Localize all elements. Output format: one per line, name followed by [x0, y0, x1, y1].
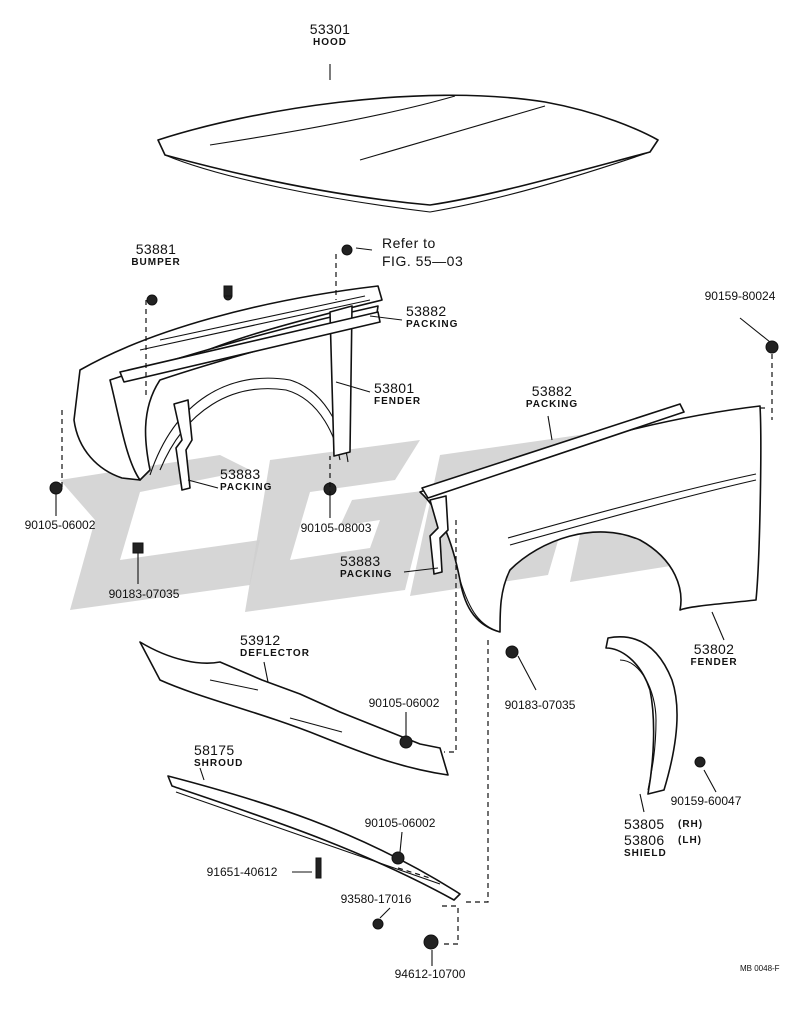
hood-name: HOOD — [313, 37, 347, 48]
refer-line-2: FIG. 55—03 — [382, 253, 464, 269]
bolt-shroud-number: 90105-06002 — [364, 816, 436, 830]
deflector-part — [139, 641, 449, 776]
packing-left-lower-name: PACKING — [220, 482, 273, 493]
fender-left-number: 53801 — [374, 380, 415, 396]
drawing-code: MB 0048-F — [740, 964, 780, 973]
packing-left-lower-number: 53883 — [220, 466, 261, 482]
packing-right-top-name: PACKING — [525, 399, 579, 410]
packing-left-top-number: 53882 — [406, 303, 447, 319]
fender-right-number: 53802 — [693, 641, 735, 657]
shield-side-rh: (RH) — [678, 819, 704, 830]
shield-number-lh: 53806 — [624, 832, 665, 848]
shroud-number: 58175 — [194, 742, 235, 758]
screw-right-top-number: 90159-80024 — [704, 289, 776, 303]
right-fender-part — [419, 405, 762, 633]
hood-number: 53301 — [309, 21, 351, 37]
shield-number-rh: 53805 — [624, 816, 665, 832]
shield-side-lh: (LH) — [678, 835, 702, 846]
bolt-left-b-number: 90105-08003 — [300, 521, 372, 535]
left-fender-part — [73, 285, 383, 481]
left-fender-packing-strip — [119, 311, 381, 383]
refer-line-1: Refer to — [382, 235, 436, 251]
packing-right-top-number: 53882 — [531, 383, 573, 399]
clip-shroud-number: 93580-17016 — [340, 892, 412, 906]
leader-lines — [55, 247, 771, 966]
fender-right-name: FENDER — [690, 657, 738, 668]
deflector-number: 53912 — [240, 632, 281, 648]
bolt-left-a-number: 90105-06002 — [24, 518, 96, 532]
packing-right-lower-name: PACKING — [340, 569, 393, 580]
assembly-guide-lines — [61, 254, 773, 945]
nut-bottom-number: 94612-10700 — [394, 967, 466, 981]
shield-part — [605, 636, 678, 795]
bolt-deflector-number: 90105-06002 — [368, 696, 440, 710]
screw-shield-number: 90159-60047 — [670, 794, 742, 808]
deflector-name: DEFLECTOR — [240, 648, 310, 659]
shroud-name: SHROUD — [194, 758, 244, 769]
screw-shroud-number: 91651-40612 — [206, 865, 278, 879]
hood-part — [157, 64, 659, 213]
shield-name: SHIELD — [624, 848, 667, 859]
bumper-name: BUMPER — [131, 257, 181, 268]
nut-left-number: 90183-07035 — [108, 587, 180, 601]
right-lower-packing-part — [429, 495, 449, 575]
shroud-part — [167, 775, 461, 901]
left-lower-packing-part — [173, 399, 193, 491]
fender-left-name: FENDER — [374, 396, 422, 407]
right-fender-packing-strip — [421, 403, 685, 499]
packing-right-lower-number: 53883 — [340, 553, 381, 569]
packing-left-top-name: PACKING — [406, 319, 459, 330]
nut-right-number: 90183-07035 — [504, 698, 576, 712]
bumper-number: 53881 — [135, 241, 177, 257]
